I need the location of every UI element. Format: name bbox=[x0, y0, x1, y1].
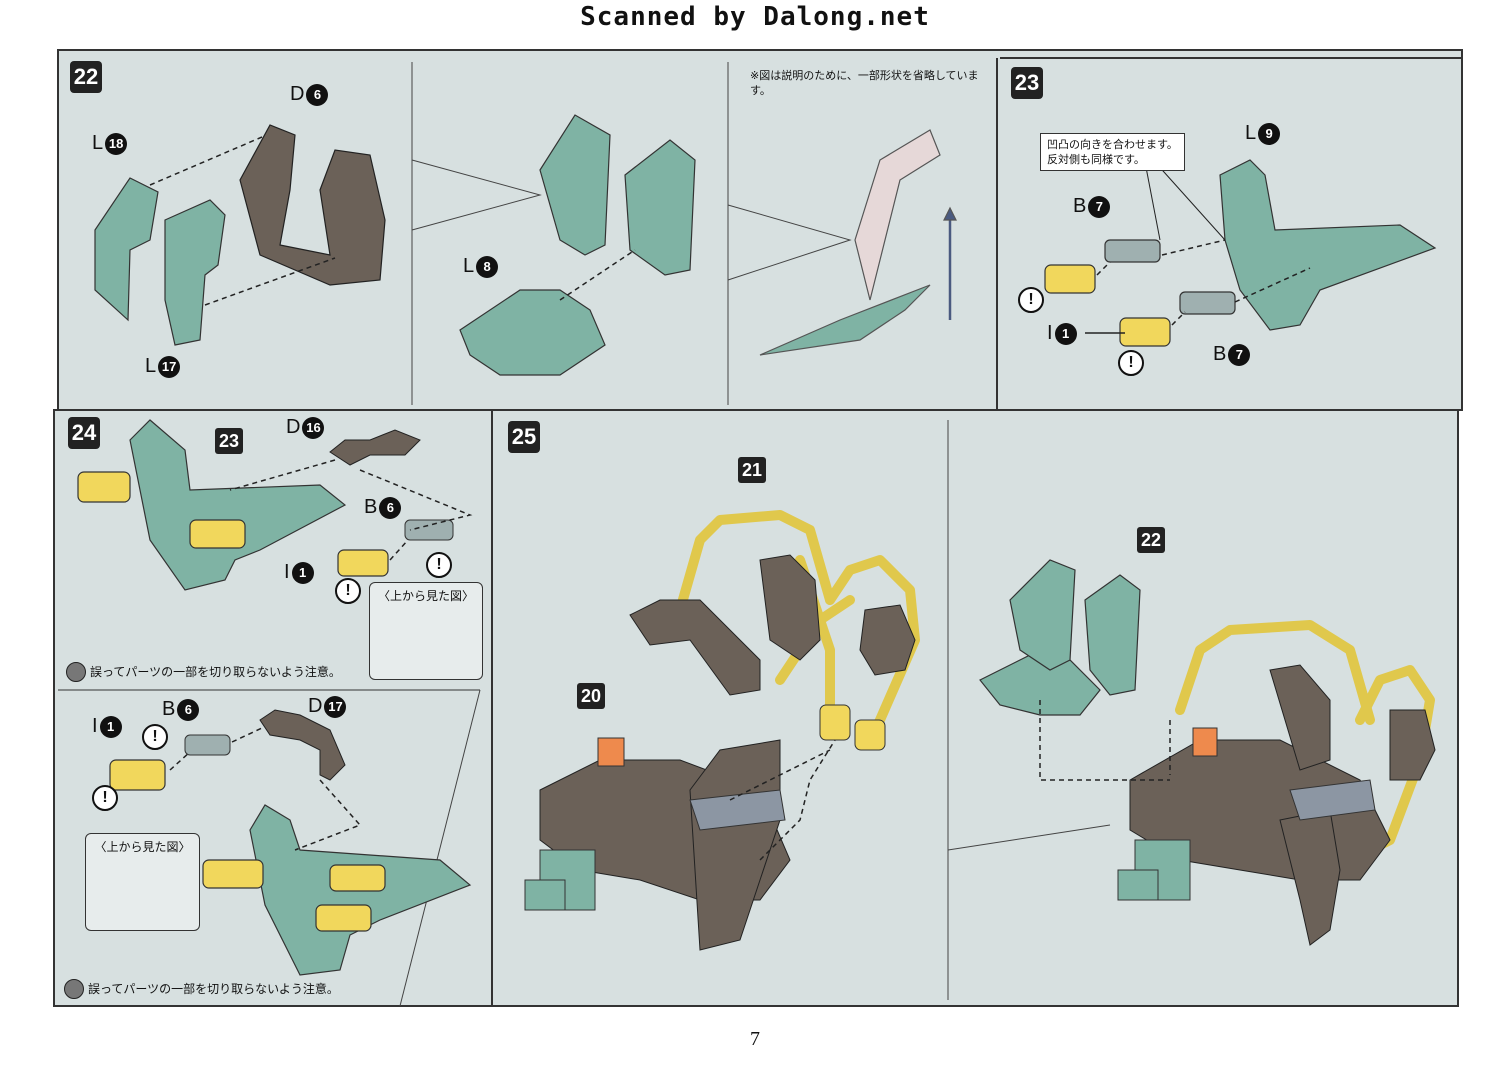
warning-icon: ! bbox=[1118, 350, 1144, 376]
warning-icon: ! bbox=[1018, 287, 1044, 313]
step-25-number: 25 bbox=[508, 421, 540, 453]
part-L8-assembly bbox=[459, 114, 696, 376]
part-I1-yellow bbox=[1044, 264, 1171, 347]
part-22-assembly bbox=[979, 559, 1141, 716]
part-B7-upper bbox=[1104, 239, 1161, 263]
topview-box-upper: 〈上から見た図〉 bbox=[369, 582, 483, 680]
part-23-assembly-top bbox=[129, 419, 347, 591]
detail-view bbox=[759, 129, 957, 356]
part-L17 bbox=[164, 199, 226, 346]
page-number: 7 bbox=[750, 1028, 760, 1050]
part-L9 bbox=[1219, 159, 1437, 331]
caution-text-upper: 誤ってパーツの一部を切り取らないよう注意。 bbox=[66, 662, 341, 682]
callout-23: 23 bbox=[215, 428, 244, 454]
step22-note: ※図は説明のために、一部形状を省略しています。 bbox=[750, 69, 979, 97]
scan-watermark: Scanned by Dalong.net bbox=[580, 2, 930, 32]
step-22-number: 22 bbox=[70, 61, 102, 93]
callout-20: 20 bbox=[577, 683, 606, 709]
warning-icon: ! bbox=[426, 552, 452, 578]
step-23-number: 23 bbox=[1011, 67, 1043, 99]
caution-text-lower: 誤ってパーツの一部を切り取らないよう注意。 bbox=[64, 979, 339, 999]
callout-21: 21 bbox=[738, 457, 767, 483]
warning-icon: ! bbox=[335, 578, 361, 604]
nipper-caution-icon bbox=[66, 662, 86, 682]
step-24-number: 24 bbox=[68, 417, 100, 449]
part-21-brown bbox=[629, 554, 916, 696]
warning-icon: ! bbox=[92, 785, 118, 811]
callout-22: 22 bbox=[1137, 527, 1166, 553]
part-L18 bbox=[94, 177, 159, 322]
part-D6 bbox=[239, 124, 386, 286]
nipper-caution-icon bbox=[64, 979, 84, 999]
part-B7-lower bbox=[1179, 291, 1236, 315]
topview-box-lower: 〈上から見た図〉 bbox=[85, 833, 200, 931]
step23-note: 凹凸の向きを合わせます。 反対側も同様です。 bbox=[1040, 133, 1185, 171]
warning-icon: ! bbox=[142, 724, 168, 750]
